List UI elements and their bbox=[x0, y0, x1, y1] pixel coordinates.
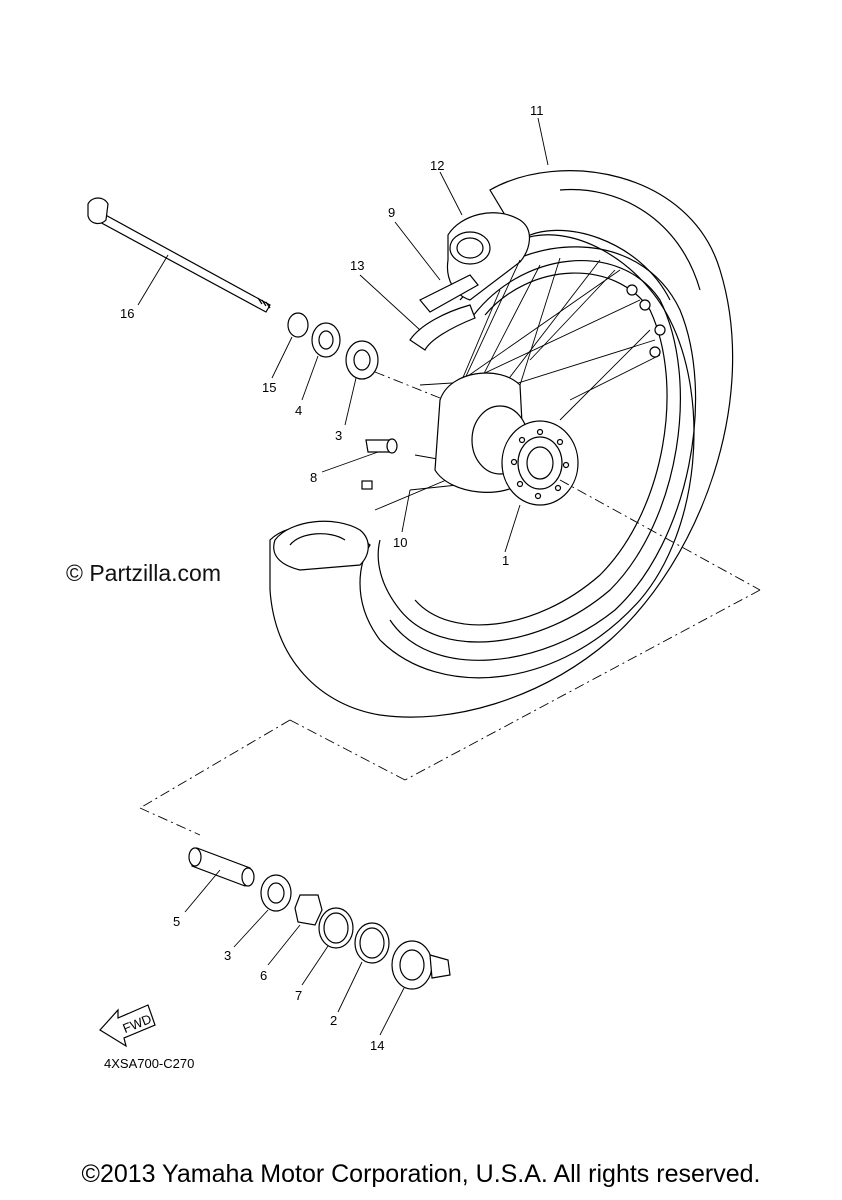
oil-seal-2 bbox=[354, 922, 390, 964]
bearing-3-lower bbox=[260, 874, 292, 912]
spacer bbox=[188, 847, 255, 887]
tube-valve-strip bbox=[409, 304, 476, 351]
brake-disc bbox=[501, 420, 579, 506]
valve bbox=[365, 438, 398, 454]
callout-1: 1 bbox=[502, 553, 509, 568]
callout-13: 13 bbox=[350, 258, 364, 273]
callout-10: 10 bbox=[393, 535, 407, 550]
callout-14: 14 bbox=[370, 1038, 384, 1053]
bearing-3-upper bbox=[345, 340, 379, 380]
callout-8: 8 bbox=[310, 470, 317, 485]
axis-centerline bbox=[139, 371, 761, 836]
callout-9: 9 bbox=[388, 205, 395, 220]
rim-band bbox=[419, 274, 479, 313]
callout-4: 4 bbox=[295, 403, 302, 418]
callout-3-lower: 3 bbox=[224, 948, 231, 963]
spoke-nipple-10 bbox=[361, 480, 373, 490]
collar bbox=[287, 312, 309, 338]
bearing-4 bbox=[311, 322, 341, 358]
oil-seal bbox=[318, 907, 354, 949]
callout-5: 5 bbox=[173, 914, 180, 929]
callout-7: 7 bbox=[295, 988, 302, 1003]
axle bbox=[87, 197, 271, 313]
callout-6: 6 bbox=[260, 968, 267, 983]
rim bbox=[377, 246, 697, 661]
callout-11: 11 bbox=[530, 103, 544, 118]
partzilla-watermark: © Partzilla.com bbox=[66, 560, 221, 586]
callout-3-upper: 3 bbox=[335, 428, 342, 443]
meter-gear-unit bbox=[391, 940, 451, 990]
fwd-arrow: FWD bbox=[99, 1004, 156, 1048]
spoke-nipples bbox=[626, 284, 666, 358]
leader-lines bbox=[137, 117, 549, 1036]
diagram-code: 4XSA700-C270 bbox=[104, 1056, 195, 1071]
callout-16: 16 bbox=[120, 306, 134, 321]
copyright-notice: ©2013 Yamaha Motor Corporation, U.S.A. A… bbox=[81, 1160, 761, 1188]
tube-end bbox=[273, 520, 369, 571]
callouts: 1 2 3 3 4 5 6 7 8 9 10 11 12 13 14 15 16 bbox=[120, 103, 544, 1053]
callout-2: 2 bbox=[330, 1013, 337, 1028]
callout-12: 12 bbox=[430, 158, 444, 173]
clutch bbox=[294, 894, 323, 926]
callout-15: 15 bbox=[262, 380, 276, 395]
